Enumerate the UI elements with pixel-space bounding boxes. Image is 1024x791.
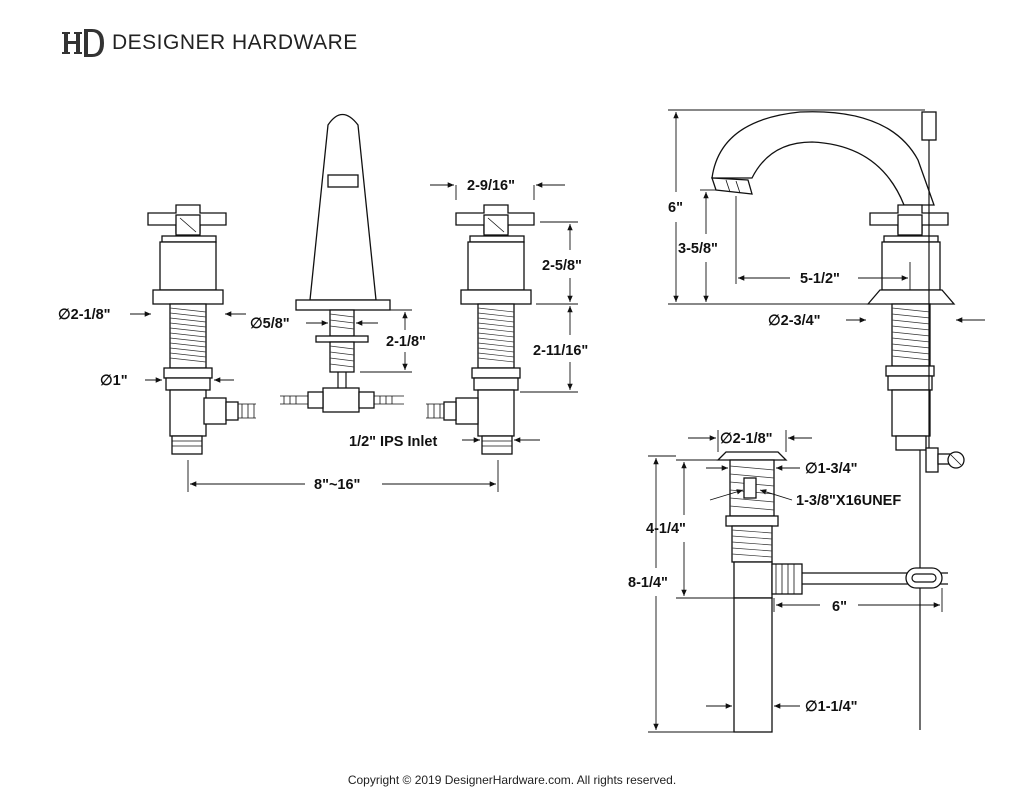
dim-spout-shank-length: 2-1/8" <box>386 334 426 350</box>
brand-header: DESIGNER HARDWARE <box>62 26 358 60</box>
copyright-footer: Copyright © 2019 DesignerHardware.com. A… <box>347 773 677 787</box>
dim-drain-body-height: 4-1/4" <box>646 521 686 537</box>
dim-spout-reach: 5-1/2" <box>800 271 840 287</box>
dim-tailpiece-diameter: ∅1-1/4" <box>805 699 858 715</box>
dim-spout-clearance: 3-5/8" <box>678 241 718 257</box>
brand-name: DESIGNER HARDWARE <box>112 31 358 54</box>
left-handle-valve <box>147 204 256 455</box>
dim-overall-height: 6" <box>668 200 683 216</box>
dim-drain-flange-diameter: ∅2-1/8" <box>720 431 773 447</box>
faucet-side-view <box>711 111 965 730</box>
dim-drain-body-diameter: ∅1-3/4" <box>805 461 858 477</box>
spout-front-view <box>280 113 404 413</box>
dim-drain-thread: 1-3/8"X16UNEF <box>796 493 901 509</box>
dimension-lines <box>130 109 985 733</box>
dim-inlet: 1/2" IPS Inlet <box>349 434 437 450</box>
dim-drain-overall-height: 8-1/4" <box>628 575 668 591</box>
hd-monogram-icon <box>62 29 104 57</box>
dim-spout-base-diameter: ∅2-3/4" <box>768 313 821 329</box>
dim-flange-diameter: ∅2-1/8" <box>58 307 111 323</box>
dim-handle-top-width: 2-9/16" <box>467 178 515 194</box>
dim-pivot-rod-length: 6" <box>832 599 847 615</box>
dim-handle-height: 2-5/8" <box>542 258 582 274</box>
dim-spread: 8"~16" <box>314 477 360 493</box>
right-handle-valve <box>426 204 535 455</box>
pop-up-drain <box>716 451 948 733</box>
dim-shank-diameter: ∅1" <box>100 373 128 389</box>
dim-handle-shank-length: 2-11/16" <box>533 343 588 359</box>
dim-spout-shank-diameter: ∅5/8" <box>250 316 290 332</box>
